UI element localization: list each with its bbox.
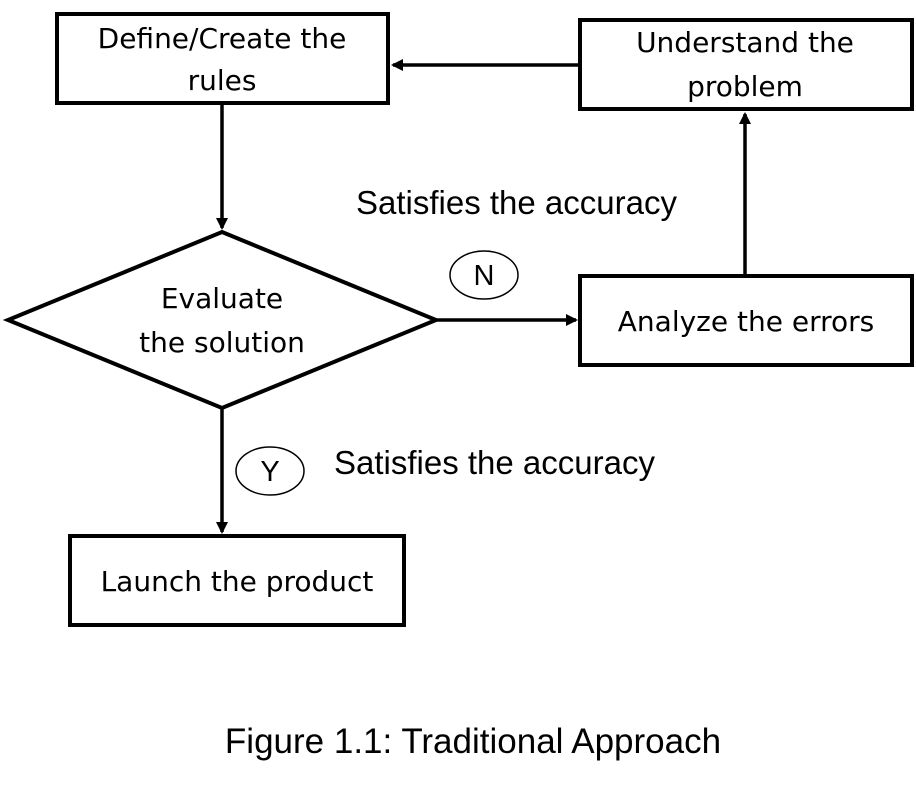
understand-problem-node: Understand the problem: [578, 18, 914, 111]
no-branch-label: Satisfies the accuracy: [356, 184, 677, 221]
yes-branch-marker-label: Y: [260, 456, 279, 488]
evaluate-solution-line2: the solution: [139, 326, 305, 359]
no-branch-marker-label: N: [474, 260, 495, 292]
evaluate-solution-line1: Evaluate: [161, 282, 283, 315]
analyze-errors-node: Analyze the errors: [578, 274, 914, 367]
understand-problem-line1: Understand the: [636, 26, 854, 59]
launch-product-label: Launch the product: [101, 565, 374, 598]
understand-problem-line2: problem: [687, 70, 803, 103]
no-branch-marker: N: [449, 250, 519, 300]
figure-caption: Figure 1.1: Traditional Approach: [225, 722, 721, 761]
evaluate-solution-node: Evaluate the solution: [2, 229, 442, 411]
yes-branch-marker: Y: [235, 446, 305, 496]
define-rules-line2: rules: [188, 64, 257, 97]
launch-product-node: Launch the product: [68, 534, 406, 627]
define-rules-node: Define/Create the rules: [55, 12, 390, 105]
define-rules-line1: Define/Create the: [98, 22, 347, 55]
yes-branch-label: Satisfies the accuracy: [334, 444, 655, 481]
analyze-errors-label: Analyze the errors: [618, 305, 874, 338]
